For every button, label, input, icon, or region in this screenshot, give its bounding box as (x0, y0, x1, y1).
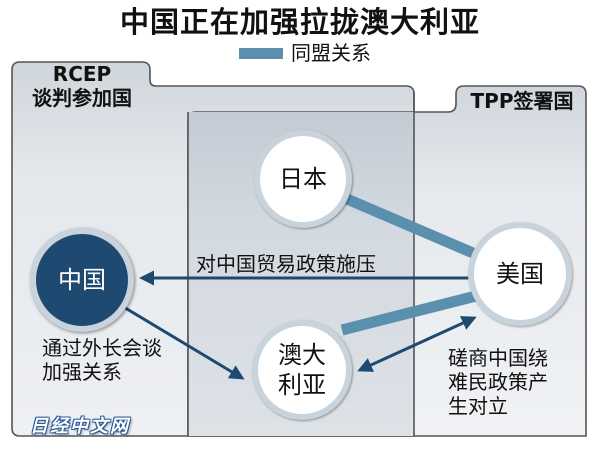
legend-alliance-label: 同盟关系 (291, 41, 371, 65)
node-usa: 美国 (468, 222, 572, 326)
edge-label-usa-australia-line1: 磋商中国绕 (448, 346, 548, 370)
node-japan-label: 日本 (279, 165, 327, 193)
edge-label-china-to-australia-line2: 加强关系 (42, 360, 122, 384)
rcep-group-label-line1: RCEP (52, 62, 112, 86)
node-australia-label-line2: 利亚 (278, 371, 326, 399)
node-australia-label-line1: 澳大 (278, 341, 326, 369)
edge-label-usa-australia-line3: 生对立 (448, 394, 508, 418)
node-australia: 澳大 利亚 (252, 320, 352, 420)
tpp-group-label: TPP签署国 (470, 89, 574, 113)
edge-label-china-to-australia-line1: 通过外长会谈 (42, 336, 162, 360)
node-china: 中国 (30, 228, 134, 332)
legend-alliance-swatch (239, 47, 283, 59)
source-watermark: 日经中文网 (30, 416, 130, 437)
edge-label-china-to-australia: 通过外长会谈 加强关系 (42, 336, 162, 384)
diagram-title: 中国正在加强拉拢澳大利亚 (119, 5, 480, 39)
node-china-label: 中国 (58, 266, 106, 294)
node-usa-label: 美国 (496, 260, 544, 288)
alliance-line-japan-usa (337, 190, 483, 262)
node-japan: 日本 (254, 130, 352, 228)
legend: 同盟关系 (239, 40, 371, 66)
rcep-group-label: RCEP 谈判参加国 (20, 62, 144, 110)
rcep-group-label-line2: 谈判参加国 (32, 86, 132, 110)
arrow-usa-australia-conflict (357, 316, 477, 372)
edge-label-usa-australia-line2: 难民政策产 (448, 370, 548, 394)
edge-label-usa-to-china: 对中国贸易政策施压 (196, 252, 376, 276)
node-australia-label: 澳大 利亚 (278, 340, 326, 400)
arrow-china-to-australia (111, 298, 245, 380)
edge-label-usa-australia: 磋商中国绕 难民政策产 生对立 (448, 346, 548, 418)
